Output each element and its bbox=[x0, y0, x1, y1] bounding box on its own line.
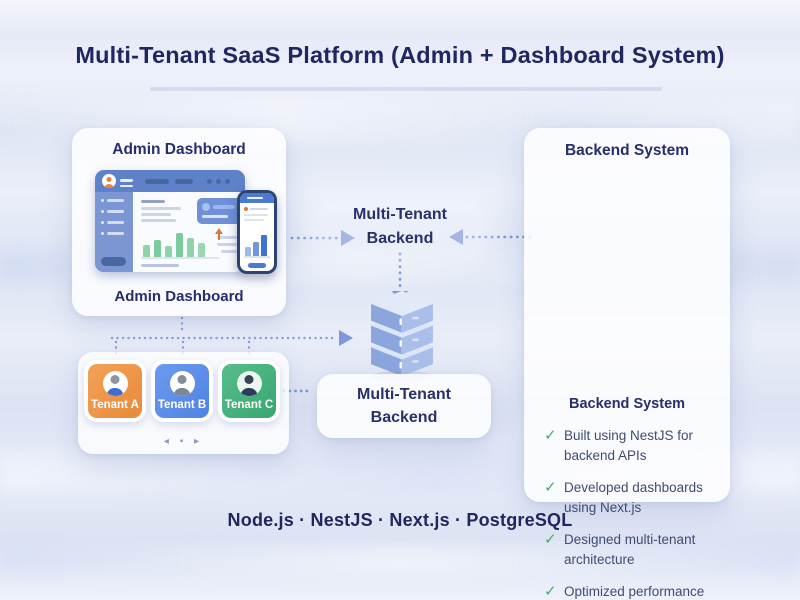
growth-arrow-icon bbox=[215, 228, 223, 234]
tenant-tray: Tenant A Tenant B Tenant C ◂ ▪ ▸ bbox=[78, 352, 289, 454]
check-icon: ✓ bbox=[544, 583, 557, 600]
tenant-c-card: Tenant C bbox=[218, 360, 280, 422]
admin-dashboard-card: Admin Dashboard bbox=[72, 128, 286, 316]
phone-mockup bbox=[237, 190, 277, 274]
admin-card-title: Admin Dashboard bbox=[112, 141, 246, 158]
tech-stack-footer: Node.js · NestJS · Next.js · PostgreSQL bbox=[227, 510, 573, 530]
tenant-carousel-indicator: ◂ ▪ ▸ bbox=[163, 436, 204, 447]
multi-tenant-backend-card: Multi-Tenant Backend bbox=[317, 374, 491, 438]
browser-window bbox=[95, 170, 245, 272]
window-sidebar bbox=[95, 192, 133, 272]
tenant-a-label: Tenant A bbox=[91, 399, 139, 411]
dashboard-illustration bbox=[91, 168, 277, 280]
admin-card-caption: Admin Dashboard bbox=[114, 288, 244, 305]
backend-card-caption: Backend System bbox=[568, 396, 686, 412]
tenant-b-label: Tenant B bbox=[157, 399, 207, 411]
sidebar-button bbox=[101, 257, 126, 266]
user-avatar-icon bbox=[102, 174, 116, 188]
check-icon: ✓ bbox=[544, 531, 557, 549]
feature-item: ✓ Designed multi-tenant architecture bbox=[544, 530, 716, 569]
check-icon: ✓ bbox=[544, 427, 557, 444]
tenant-c-avatar-icon bbox=[236, 371, 262, 396]
tenant-c-label: Tenant C bbox=[224, 399, 274, 411]
feature-item: ✓ Built using NestJS for backend APIs bbox=[544, 426, 716, 465]
backend-feature-list: ✓ Built using NestJS for backend APIs ✓ … bbox=[544, 426, 716, 600]
backend-card-title: Backend System bbox=[564, 142, 690, 159]
multi-tenant-backend-label: Multi-Tenant Backend bbox=[320, 203, 480, 251]
window-content bbox=[133, 192, 245, 272]
feature-item: ✓ Developed dashboards using Next.js bbox=[544, 478, 716, 517]
feature-item: ✓ Optimized performance for scalability bbox=[544, 582, 716, 600]
tenant-b-card: Tenant B bbox=[151, 360, 213, 422]
title-underline bbox=[150, 87, 662, 91]
stat-card bbox=[197, 198, 241, 224]
check-icon: ✓ bbox=[544, 479, 557, 497]
window-topbar bbox=[95, 170, 245, 192]
central-database-stack-icon bbox=[370, 290, 434, 382]
backend-system-card: Backend System bbox=[524, 128, 730, 600]
tenant-a-card: Tenant A bbox=[84, 360, 146, 422]
tenant-b-avatar-icon bbox=[169, 371, 195, 396]
page-title: Multi-Tenant SaaS Platform (Admin + Dash… bbox=[75, 42, 725, 68]
tenant-a-avatar-icon bbox=[102, 371, 128, 396]
